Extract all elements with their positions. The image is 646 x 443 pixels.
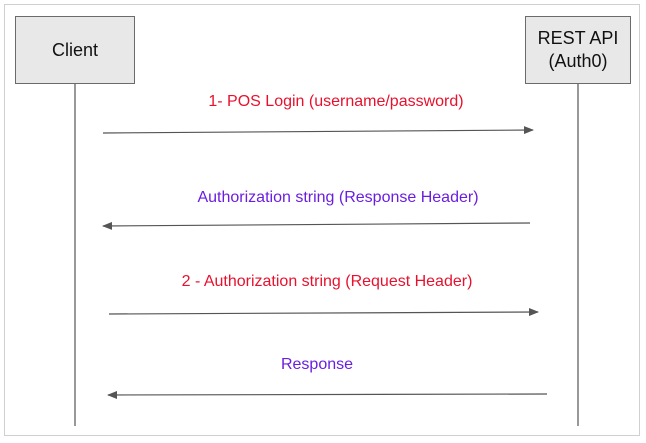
message-label-pos-login: 1- POS Login (username/password) <box>208 93 464 110</box>
message-label-response: Response <box>280 356 354 373</box>
message-arrows <box>102 126 548 399</box>
arrow-authorization-request <box>108 308 539 317</box>
diagram-frame <box>4 4 640 436</box>
arrow-authorization-response <box>102 221 531 230</box>
arrow-response <box>107 390 548 399</box>
participant-client: Client <box>15 16 135 84</box>
participant-rest-api: REST API (Auth0) <box>525 16 631 84</box>
arrow-pos-login <box>102 126 534 135</box>
message-label-authorization-request: 2 - Authorization string (Request Header… <box>181 273 473 290</box>
message-label-authorization-response: Authorization string (Response Header) <box>197 189 479 206</box>
